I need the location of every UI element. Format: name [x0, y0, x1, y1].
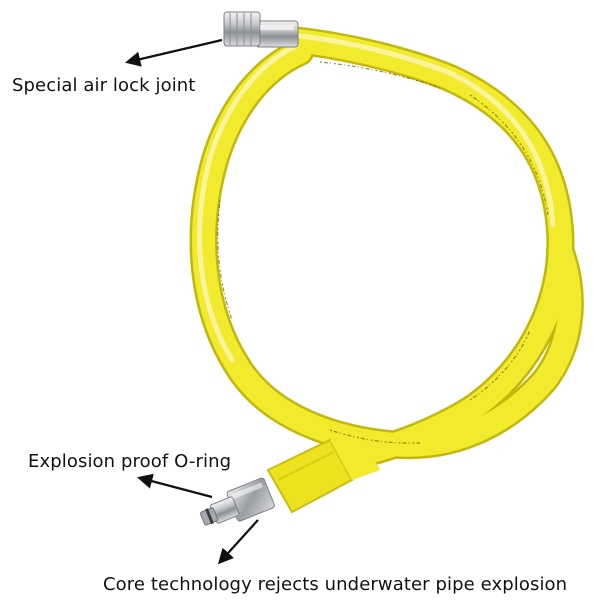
arrow-core [217, 519, 259, 565]
air-lock-joint-label: Special air lock joint [12, 75, 196, 96]
top-fitting [223, 11, 299, 48]
core-technology-label: Core technology rejects underwater pipe … [103, 574, 568, 595]
hose-sleeve [266, 438, 380, 514]
o-ring-label: Explosion proof O-ring [28, 451, 232, 472]
bottom-fitting [200, 477, 275, 526]
arrow-oring [137, 473, 213, 499]
callout-arrows [125, 38, 259, 565]
arrow-airlock [125, 38, 223, 67]
hose-print [217, 61, 549, 444]
hose-highlight [197, 33, 556, 363]
hose-body [192, 28, 582, 474]
